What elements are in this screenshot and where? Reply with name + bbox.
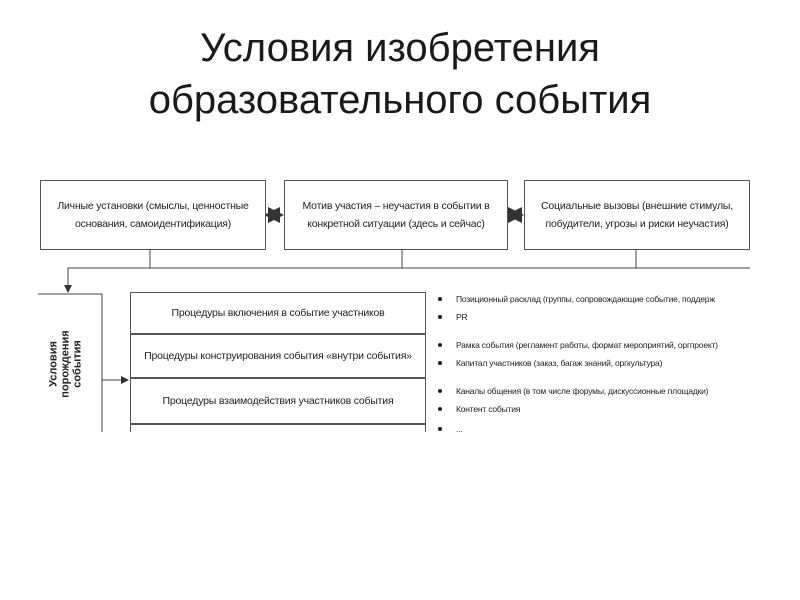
procedure-box-4 [130,424,426,432]
side-label: Условия порождения события [30,295,102,432]
procedure-box-2: Процедуры конструирования события «внутр… [130,334,426,378]
personal-attitudes-box: Личные установки (смыслы, ценностные осн… [40,180,266,250]
slide-title-line-1: Условия изобретения [200,26,600,70]
bullet-item: Рамка события (регламент работы, формат … [438,340,718,350]
slide-title-line-2: образовательного события [148,78,652,122]
connector-lines [38,207,750,432]
bullet-item: ... [438,424,463,432]
bullet-item: Позиционный расклад (группы, сопровождаю… [438,294,715,304]
side-label-line-1: Условия [47,340,60,387]
conditions-diagram: Личные установки (смыслы, ценностные осн… [30,170,750,432]
side-label-line-2: порождения [59,329,72,398]
slide-title: Условия изобретения образовательного соб… [0,22,800,126]
bullet-item: Каналы общения (в том числе форумы, диск… [438,386,709,396]
social-challenges-box: Социальные вызовы (внешние стимулы, побу… [524,180,750,250]
procedure-box-3: Процедуры взаимодействия участников собы… [130,378,426,424]
bullet-item: PR [438,312,468,322]
motive-box: Мотив участия – неучастия в событии в ко… [284,180,508,250]
side-label-line-3: события [71,339,84,388]
procedure-box-1: Процедуры включения в событие участников [130,292,426,334]
bullet-item: Контент события [438,404,520,414]
bullet-item: Капитал участников (заказ, багаж знаний,… [438,358,662,368]
